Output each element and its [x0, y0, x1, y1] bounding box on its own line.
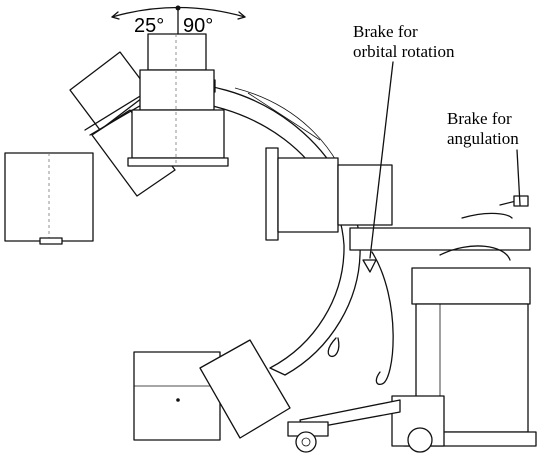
angle-left-label: 25° — [134, 15, 164, 37]
orbital-brake-icon — [362, 259, 377, 273]
ghost-positions — [4, 51, 176, 245]
angulation-brake-leader — [516, 149, 521, 206]
angulation-brake-label-line1: Brake for — [447, 109, 512, 128]
orbital-brake-label-line2: orbital rotation — [353, 42, 455, 61]
angulation-brake-label-line2: angulation — [447, 129, 519, 148]
angle-right-label: 90° — [183, 15, 213, 37]
lower-unit — [133, 339, 291, 441]
cable-base — [287, 251, 401, 453]
brake-markers — [362, 61, 521, 273]
upper-tube — [127, 33, 229, 167]
cart-body — [349, 195, 537, 453]
angle-indicator: 25° 90° — [111, 5, 246, 37]
side-detector — [265, 147, 393, 241]
orbital-brake-leader — [369, 61, 394, 259]
orbital-brake-label-line1: Brake for — [353, 22, 418, 41]
